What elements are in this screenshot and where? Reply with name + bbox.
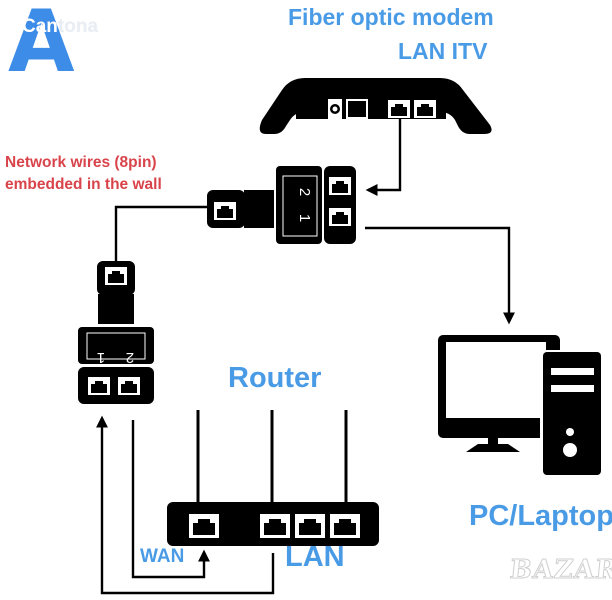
watermark: BAZAR bbox=[508, 555, 612, 586]
logo-text-faded: tona bbox=[57, 16, 99, 37]
left-wall-splitter-icon bbox=[78, 261, 154, 404]
router-lan-port-icon bbox=[295, 514, 325, 538]
cable-splitter-to-router-wan bbox=[131, 420, 210, 579]
top-splitter-port-2-label: 2 bbox=[296, 188, 313, 196]
fiber-modem-icon bbox=[259, 78, 492, 134]
lan-label: LAN bbox=[285, 541, 345, 573]
logo-text-main: Can bbox=[22, 16, 58, 37]
lan-itv-port-icon bbox=[388, 100, 410, 118]
left-splitter-port-2-label: 2 bbox=[126, 349, 134, 366]
wan-label: WAN bbox=[140, 546, 185, 567]
lan-port-icon bbox=[414, 100, 436, 118]
wall-note-line-1: Network wires (8pin) bbox=[5, 154, 157, 171]
wall-wires-note: Network wires (8pin) embedded in the wal… bbox=[5, 152, 162, 196]
lan-itv-label: LAN ITV bbox=[398, 38, 488, 64]
cable-modem-to-splitter bbox=[365, 118, 402, 196]
pc-title: PC/Laptop bbox=[469, 500, 612, 532]
wall-note-line-2: embedded in the wall bbox=[5, 176, 162, 193]
cable-wall-embedded bbox=[114, 205, 207, 262]
coax-port-icon bbox=[328, 99, 342, 119]
router-lan-port-icon bbox=[330, 514, 360, 538]
router-wan-port-icon bbox=[189, 514, 219, 538]
desktop-pc-icon bbox=[438, 335, 602, 476]
top-splitter-port-1-label: 1 bbox=[296, 214, 313, 222]
router-icon bbox=[167, 410, 379, 546]
modem-ethernet-port-icon bbox=[346, 99, 368, 119]
cable-router-lan-to-splitter bbox=[96, 415, 275, 595]
logo-letter: A bbox=[8, 0, 75, 92]
modem-title: Fiber optic modem bbox=[288, 4, 494, 30]
logo-text: Cantona bbox=[22, 16, 98, 38]
left-splitter-port-1-label: 1 bbox=[97, 349, 105, 366]
top-wall-splitter-icon bbox=[207, 166, 356, 244]
cable-splitter-to-pc bbox=[365, 226, 515, 325]
router-lan-port-icon bbox=[260, 514, 290, 538]
power-button-icon bbox=[312, 103, 324, 115]
router-title: Router bbox=[228, 362, 322, 394]
